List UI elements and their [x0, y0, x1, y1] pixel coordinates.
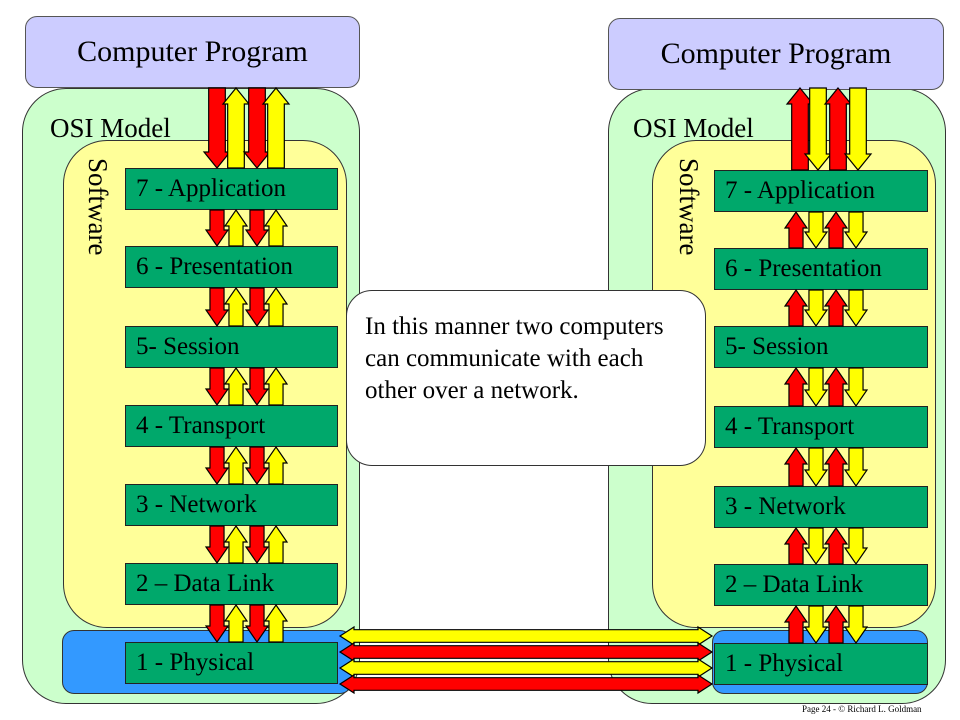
yellow-link-arrow-58	[338, 657, 714, 679]
yellow-arrow-down-51	[843, 527, 869, 566]
red-arrow-down-12	[204, 367, 230, 407]
left-layer-6: 6 - Presentation	[125, 246, 338, 288]
left-osi-label: OSI Model	[50, 113, 171, 143]
red-link-arrow-57	[338, 641, 714, 663]
red-arrow-up-34	[823, 210, 849, 249]
red-arrow-down-16	[204, 446, 230, 486]
yellow-arrow-up-27	[263, 603, 289, 643]
red-arrow-up-38	[823, 288, 849, 327]
yellow-arrow-down-47	[843, 447, 869, 488]
yellow-arrow-up-5	[223, 208, 249, 247]
yellow-link-arrow-56	[338, 625, 714, 647]
red-arrow-down-26	[244, 604, 270, 644]
red-arrow-down-24	[204, 604, 230, 644]
right-software-label: Software	[674, 158, 704, 256]
red-arrow-up-30	[823, 87, 853, 171]
red-arrow-down-22	[244, 525, 270, 565]
red-arrow-down-2	[242, 87, 272, 169]
yellow-arrow-up-25	[223, 603, 249, 643]
yellow-arrow-down-33	[803, 211, 829, 250]
left-layer-3: 3 - Network	[125, 484, 338, 526]
yellow-arrow-down-29	[803, 87, 833, 171]
yellow-arrow-down-41	[803, 367, 829, 408]
red-arrow-down-14	[244, 367, 270, 407]
red-arrow-down-4	[204, 209, 230, 248]
left-layer-7: 7 - Application	[125, 168, 338, 210]
red-arrow-up-46	[823, 446, 849, 487]
left-layer-5: 5- Session	[125, 326, 338, 368]
yellow-arrow-down-45	[803, 447, 829, 488]
red-arrow-down-18	[244, 446, 270, 486]
yellow-arrow-down-55	[843, 605, 869, 645]
yellow-arrow-down-37	[803, 289, 829, 328]
callout-text: In this manner two computers can communi…	[365, 313, 664, 404]
left-layer-4: 4 - Transport	[125, 405, 338, 447]
yellow-arrow-up-15	[263, 366, 289, 406]
yellow-arrow-up-23	[263, 524, 289, 564]
red-link-arrow-59	[338, 673, 714, 695]
right-layer-6: 6 - Presentation	[714, 248, 928, 290]
right-program-box: Computer Program	[608, 18, 944, 90]
yellow-arrow-up-7	[263, 208, 289, 247]
left-program-label: Computer Program	[77, 35, 308, 68]
yellow-arrow-down-31	[843, 87, 873, 171]
right-layer-4: 4 - Transport	[714, 406, 928, 448]
yellow-arrow-down-49	[803, 527, 829, 566]
red-arrow-down-6	[244, 209, 270, 248]
red-arrow-up-36	[783, 288, 809, 327]
red-arrow-up-48	[783, 526, 809, 565]
right-layer-3: 3 - Network	[714, 486, 928, 528]
left-software-label: Software	[83, 158, 113, 256]
red-arrow-down-0	[202, 87, 232, 169]
yellow-arrow-up-19	[263, 445, 289, 485]
yellow-arrow-up-9	[223, 286, 249, 327]
red-arrow-up-42	[823, 366, 849, 407]
left-software-panel	[63, 140, 347, 628]
red-arrow-up-50	[823, 526, 849, 565]
red-arrow-up-32	[783, 210, 809, 249]
right-osi-label: OSI Model	[633, 113, 754, 143]
left-layer-2: 2 – Data Link	[125, 563, 338, 605]
yellow-arrow-up-13	[223, 366, 249, 406]
yellow-arrow-down-53	[803, 605, 829, 645]
yellow-arrow-up-11	[263, 286, 289, 327]
yellow-arrow-down-43	[843, 367, 869, 408]
right-layer-7: 7 - Application	[714, 170, 928, 212]
red-arrow-down-8	[204, 287, 230, 328]
left-layer-1: 1 - Physical	[125, 642, 338, 684]
right-layer-1: 1 - Physical	[714, 643, 928, 685]
left-program-box: Computer Program	[25, 16, 360, 88]
red-arrow-up-40	[783, 366, 809, 407]
red-arrow-up-54	[823, 604, 849, 644]
red-arrow-down-20	[204, 525, 230, 565]
yellow-arrow-up-17	[223, 445, 249, 485]
yellow-arrow-up-3	[261, 87, 291, 169]
red-arrow-up-52	[783, 604, 809, 644]
red-arrow-up-44	[783, 446, 809, 487]
yellow-arrow-down-39	[843, 289, 869, 328]
right-program-label: Computer Program	[660, 37, 892, 70]
explanation-callout: In this manner two computers can communi…	[346, 290, 706, 466]
right-layer-2: 2 – Data Link	[714, 564, 928, 606]
yellow-arrow-down-35	[843, 211, 869, 250]
page-footer: Page 24 - © Richard L. Goldman	[802, 704, 922, 714]
yellow-arrow-up-21	[223, 524, 249, 564]
red-arrow-down-10	[244, 287, 270, 328]
